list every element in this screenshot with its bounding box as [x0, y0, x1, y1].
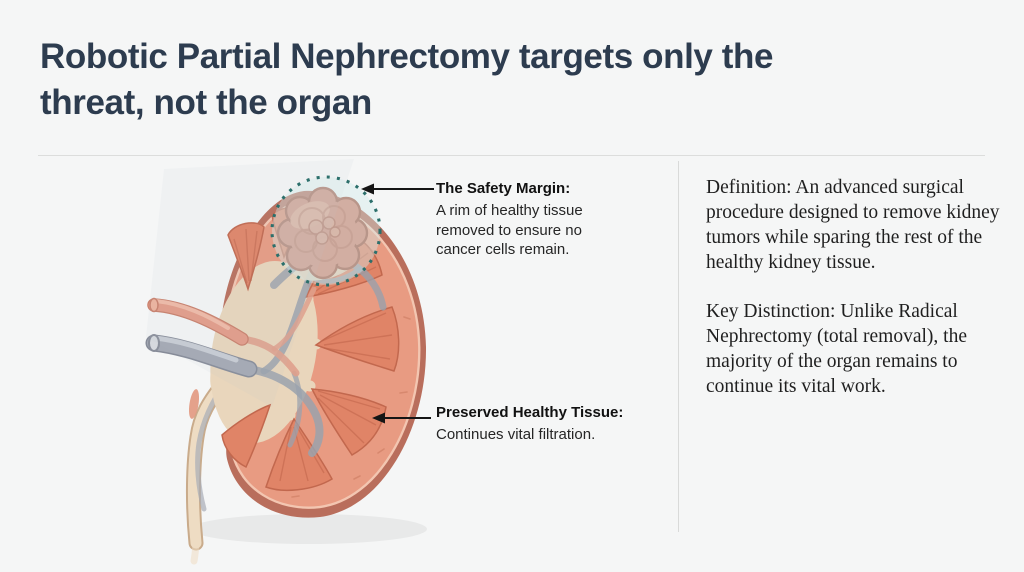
- annotation-safety-margin: The Safety Margin: A rim of healthy tiss…: [436, 179, 614, 260]
- annotation-preserved-tissue: Preserved Healthy Tissue: Continues vita…: [436, 403, 660, 445]
- title-line-2: threat, not the organ: [40, 82, 372, 122]
- info-panel: Definition: An advanced surgical procedu…: [706, 175, 1004, 423]
- safety-margin-circle: [270, 175, 382, 287]
- vertical-divider: [678, 161, 679, 532]
- cortex-speckles: [291, 248, 411, 498]
- title-line-1: Robotic Partial Nephrectomy targets only…: [40, 37, 774, 76]
- annotation-preserved-tissue-heading: Preserved Healthy Tissue:: [436, 404, 624, 421]
- renal-vein: [145, 334, 258, 378]
- kidney-shadow: [191, 514, 427, 544]
- page-title: Robotic Partial Nephrectomy targets only…: [40, 34, 984, 125]
- kidney-cross-section-illustration: [145, 159, 427, 565]
- arrow-left-icon: [361, 183, 434, 195]
- kidney-body: [210, 190, 427, 518]
- key-distinction-paragraph: Key Distinction: Unlike Radical Nephrect…: [706, 301, 967, 397]
- tumor-mass: [276, 186, 369, 280]
- sheen-overlay: [146, 159, 354, 407]
- renal-artery: [147, 297, 249, 346]
- horizontal-divider: [38, 155, 985, 156]
- annotation-preserved-tissue-body: Continues vital filtration.: [436, 426, 596, 443]
- annotation-safety-margin-body: A rim of healthy tissue removed to ensur…: [436, 202, 583, 258]
- definition-paragraph: Definition: An advanced surgical procedu…: [706, 177, 1000, 273]
- ureter: [185, 373, 233, 565]
- arrow-left-icon: [372, 412, 431, 424]
- annotation-safety-margin-heading: The Safety Margin:: [436, 180, 571, 197]
